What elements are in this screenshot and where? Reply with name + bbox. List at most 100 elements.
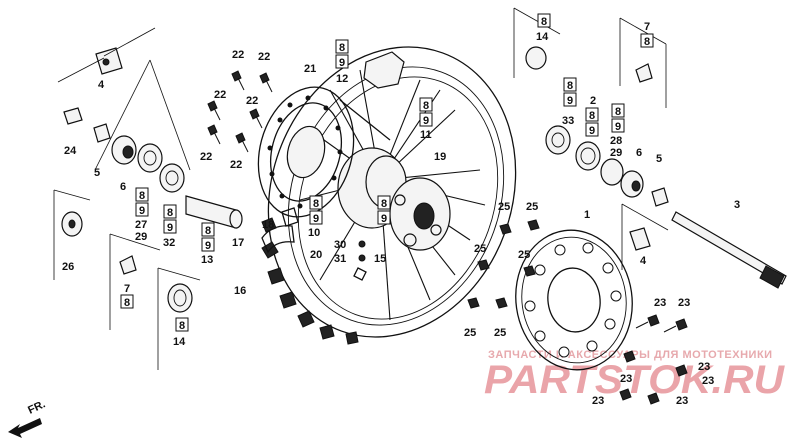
label-8-i: 8 (381, 198, 387, 210)
label-25-c: 25 (474, 243, 486, 255)
label-8-k: 8 (644, 36, 650, 48)
label-24: 24 (64, 145, 77, 157)
label-25-e: 25 (464, 327, 476, 339)
label-9-e: 9 (423, 115, 429, 127)
label-22-f: 22 (230, 159, 242, 171)
label-16: 16 (234, 285, 246, 297)
label-22-c: 22 (214, 89, 226, 101)
label-8-d: 8 (124, 297, 130, 309)
label-23-b: 23 (678, 297, 690, 309)
label-23-f: 23 (592, 395, 604, 407)
label-22-e: 22 (200, 151, 212, 163)
label-9-i: 9 (589, 125, 595, 137)
label-8-c: 8 (205, 225, 211, 237)
label-15: 15 (374, 253, 386, 265)
label-31: 31 (334, 253, 346, 265)
label-8-e: 8 (179, 320, 185, 332)
label-27: 27 (135, 219, 147, 231)
label-33: 33 (562, 115, 574, 127)
label-9-c: 9 (205, 240, 211, 252)
label-18: 18 (262, 219, 274, 231)
label-29-right: 29 (610, 147, 622, 159)
leader-lines (53, 7, 669, 370)
label-17: 17 (232, 237, 244, 249)
label-8-m: 8 (589, 110, 595, 122)
label-4-right: 4 (640, 255, 647, 267)
label-20: 20 (310, 249, 322, 261)
label-5-right: 5 (656, 153, 662, 165)
sprocket-nuts (467, 219, 540, 309)
label-7-left: 7 (124, 283, 130, 295)
front-direction-indicator: FR. (8, 398, 47, 438)
label-11: 11 (420, 129, 432, 141)
label-9-j: 9 (615, 121, 621, 133)
right-parts (525, 46, 669, 251)
leader-12 (339, 99, 391, 141)
label-29-left: 29 (135, 231, 147, 243)
valve-parts (353, 240, 367, 281)
label-25-f: 25 (494, 327, 506, 339)
callout-labels: 4 24 5 6 8 9 27 29 8 9 32 8 9 13 26 7 8 … (62, 13, 740, 407)
label-13: 13 (201, 254, 213, 266)
driven-sprocket (515, 229, 633, 371)
hub-dust-seal (363, 51, 405, 89)
label-6-right: 6 (636, 147, 642, 159)
label-9-h: 9 (567, 95, 573, 107)
label-6-left: 6 (120, 181, 126, 193)
label-14-right: 14 (536, 31, 549, 43)
label-23-d: 23 (620, 373, 632, 385)
rim-band-17 (261, 225, 295, 254)
label-8-g: 8 (423, 100, 429, 112)
label-25-b: 25 (526, 201, 538, 213)
label-32: 32 (163, 237, 175, 249)
label-14-left: 14 (173, 336, 186, 348)
rim-band-18 (281, 207, 299, 227)
label-23-g: 23 (676, 395, 688, 407)
label-8-a: 8 (139, 190, 145, 202)
label-2: 2 (590, 95, 596, 107)
label-5-left: 5 (94, 167, 100, 179)
label-25-a: 25 (498, 201, 510, 213)
label-9-d: 9 (339, 57, 345, 69)
label-21: 21 (304, 63, 316, 75)
label-8-b: 8 (167, 207, 173, 219)
brake-disc (257, 86, 355, 218)
label-10: 10 (308, 227, 320, 239)
front-arrow-icon (8, 418, 42, 438)
watermark-brand: PARTSTOK.RU (484, 358, 785, 402)
label-9-b: 9 (167, 222, 173, 234)
hub-bore (413, 202, 435, 230)
label-19: 19 (434, 151, 446, 163)
label-12: 12 (336, 73, 348, 85)
label-22-a: 22 (232, 49, 244, 61)
label-8-l: 8 (567, 80, 573, 92)
label-22-d: 22 (246, 95, 258, 107)
label-8-h: 8 (313, 198, 319, 210)
label-25-d: 25 (518, 249, 530, 261)
left-parts (61, 47, 243, 313)
label-26: 26 (62, 261, 74, 273)
label-23-c: 23 (698, 361, 710, 373)
label-30: 30 (334, 239, 346, 251)
tube-rimband (261, 207, 299, 254)
front-label: FR. (26, 398, 47, 416)
label-1: 1 (584, 209, 590, 221)
rear-wheel-assembly (261, 46, 517, 345)
label-8-n: 8 (615, 106, 621, 118)
label-23-a: 23 (654, 297, 666, 309)
label-7-right: 7 (644, 21, 650, 33)
label-22-b: 22 (258, 51, 270, 63)
label-9-a: 9 (139, 205, 145, 217)
axle (671, 211, 787, 289)
label-9-f: 9 (313, 213, 319, 225)
label-9-g: 9 (381, 213, 387, 225)
label-8-f: 8 (339, 42, 345, 54)
sprocket-bolts (619, 314, 688, 405)
label-28: 28 (610, 135, 622, 147)
label-23-e: 23 (702, 375, 714, 387)
label-3: 3 (734, 199, 740, 211)
label-8-j: 8 (541, 16, 547, 28)
label-4-left: 4 (98, 79, 105, 91)
disc-bolts (207, 70, 273, 153)
